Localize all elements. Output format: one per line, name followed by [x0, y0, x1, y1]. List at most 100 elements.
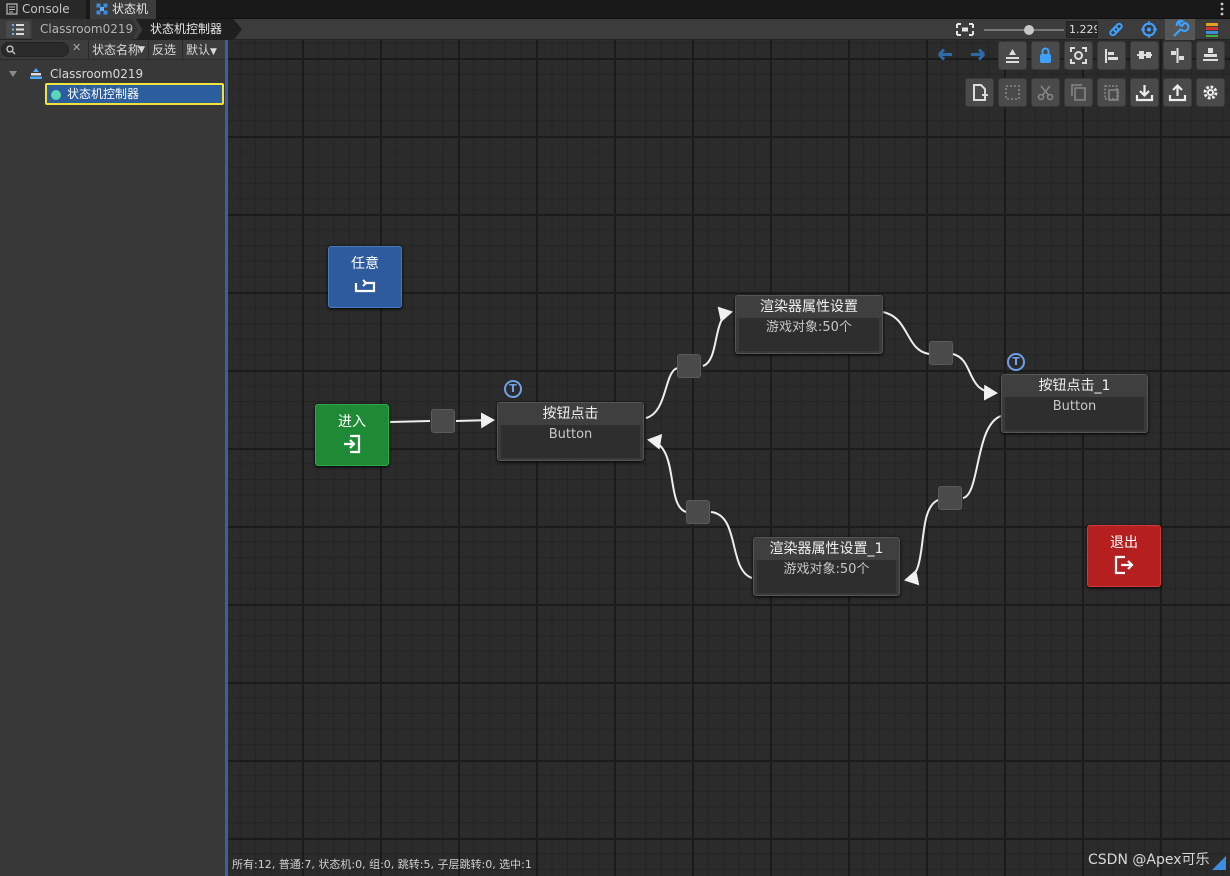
tree-child-label: 状态机控制器	[67, 87, 140, 101]
align-bottom-button[interactable]	[1196, 41, 1225, 70]
export-icon	[1168, 83, 1187, 102]
cut-icon	[1037, 85, 1054, 101]
state-subtitle: Button	[1005, 397, 1144, 430]
select-rect-button[interactable]	[998, 78, 1027, 107]
settings-button[interactable]	[1196, 78, 1225, 107]
distribute-h-button[interactable]	[1130, 41, 1159, 70]
transition-node[interactable]	[677, 354, 701, 378]
transition-node[interactable]	[938, 486, 962, 510]
default-dropdown[interactable]: 默认▼	[182, 40, 226, 60]
search-input[interactable]	[1, 42, 69, 57]
paste-icon	[1104, 85, 1119, 101]
tab-state-machine[interactable]: 状态机	[90, 0, 156, 19]
transition-node[interactable]	[686, 500, 710, 524]
forward-button[interactable]	[964, 41, 993, 70]
chevron-down-icon: ▼	[210, 47, 217, 57]
settings-icon	[1203, 85, 1218, 100]
back-arrow-icon	[937, 48, 952, 61]
align-top-button[interactable]	[998, 41, 1027, 70]
watermark-text: CSDN @Apex可乐	[1088, 852, 1210, 868]
state-subtitle: 游戏对象:50个	[757, 560, 896, 593]
import-button[interactable]	[1130, 78, 1159, 107]
state-machine-dot-icon	[51, 90, 61, 100]
state-node-renderer-setting-1[interactable]: 渲染器属性设置_1 游戏对象:50个	[753, 537, 900, 596]
back-button[interactable]	[932, 41, 961, 70]
tree-item-root[interactable]: Classroom0219	[0, 64, 226, 84]
exit-icon	[1114, 555, 1134, 575]
window-tab-bar: Console 状态机	[0, 0, 1230, 19]
state-subtitle: 游戏对象:50个	[739, 318, 879, 351]
state-node-button-click[interactable]: 按钮点击 Button	[497, 402, 644, 461]
cut-button[interactable]	[1031, 78, 1060, 107]
align-bottom-icon	[1203, 48, 1218, 61]
link-icon[interactable]	[1101, 19, 1131, 40]
paste-button[interactable]	[1097, 78, 1126, 107]
default-label: 默认	[186, 43, 211, 57]
filter-name-dropdown[interactable]: 状态名称▼	[88, 40, 148, 60]
expand-arrow-icon[interactable]	[9, 71, 17, 77]
sidebar-filter-bar: ✕ 状态名称▼ 反选 默认▼	[0, 40, 226, 60]
panel-divider[interactable]	[225, 40, 228, 876]
tab-console[interactable]: Console	[0, 0, 86, 19]
lock-button[interactable]	[1031, 41, 1060, 70]
add-node-button[interactable]	[965, 78, 994, 107]
state-machine-icon	[96, 3, 108, 15]
trigger-badge-icon: T	[1007, 353, 1025, 371]
breadcrumb-bar: Classroom0219 状态机控制器	[0, 19, 1230, 40]
search-icon	[6, 45, 16, 55]
loop-icon	[354, 279, 376, 293]
state-title: 渲染器属性设置_1	[754, 538, 899, 560]
layers-icon[interactable]	[1197, 19, 1227, 40]
entry-node[interactable]: 进入	[315, 404, 389, 466]
exit-node[interactable]: 退出	[1087, 525, 1161, 587]
breadcrumb-item-root[interactable]: Classroom0219	[32, 19, 138, 40]
list-icon	[12, 24, 24, 35]
trigger-badge-icon: T	[504, 380, 522, 398]
select-rect-icon	[1005, 85, 1020, 100]
list-menu-button[interactable]	[6, 21, 30, 38]
export-button[interactable]	[1163, 78, 1192, 107]
zoom-slider-handle[interactable]	[1024, 25, 1034, 35]
tab-console-label: Console	[22, 2, 70, 16]
state-node-renderer-setting[interactable]: 渲染器属性设置 游戏对象:50个	[735, 295, 883, 354]
breadcrumb-item-current[interactable]: 状态机控制器	[136, 19, 242, 40]
chevron-down-icon: ▼	[138, 45, 145, 55]
enter-icon	[344, 434, 361, 454]
zoom-value-field[interactable]: 1.229	[1066, 21, 1098, 38]
more-options-icon[interactable]	[1220, 2, 1224, 16]
target-icon[interactable]	[1134, 19, 1164, 40]
resize-corner-icon[interactable]	[1212, 856, 1226, 870]
exit-node-label: 退出	[1110, 535, 1138, 551]
entry-node-label: 进入	[338, 414, 366, 430]
copy-button[interactable]	[1064, 78, 1093, 107]
align-left-icon	[1105, 49, 1118, 63]
align-center-icon	[1171, 48, 1184, 63]
distribute-h-icon	[1137, 51, 1152, 59]
fit-view-icon[interactable]	[950, 19, 980, 40]
align-left-button[interactable]	[1097, 41, 1126, 70]
state-title: 渲染器属性设置	[736, 296, 882, 318]
state-title: 按钮点击	[498, 403, 643, 425]
wrench-icon[interactable]	[1165, 19, 1195, 40]
tree-item-state-machine-controller[interactable]: 状态机控制器	[45, 83, 224, 105]
tab-state-machine-label: 状态机	[112, 2, 149, 16]
transition-node[interactable]	[929, 341, 953, 365]
forward-arrow-icon	[971, 48, 986, 61]
focus-icon	[1070, 47, 1087, 64]
lock-icon	[1040, 47, 1051, 63]
state-title: 按钮点击_1	[1002, 375, 1147, 397]
state-subtitle: Button	[501, 425, 640, 458]
align-center-button[interactable]	[1163, 41, 1192, 70]
import-icon	[1135, 85, 1154, 102]
status-bar-text: 所有:12, 普通:7, 状态机:0, 组:0, 跳转:5, 子层跳转:0, 选…	[232, 858, 532, 871]
console-icon	[6, 3, 18, 15]
tree-root-label: Classroom0219	[50, 67, 144, 81]
invert-selection-button[interactable]: 反选	[148, 40, 182, 60]
transition-node[interactable]	[431, 409, 455, 433]
any-state-label: 任意	[351, 256, 379, 272]
search-clear-icon[interactable]: ✕	[72, 41, 82, 54]
any-state-node[interactable]: 任意	[328, 246, 402, 308]
focus-button[interactable]	[1064, 41, 1093, 70]
state-node-button-click-1[interactable]: 按钮点击_1 Button	[1001, 374, 1148, 433]
graph-canvas[interactable]	[228, 40, 1230, 876]
